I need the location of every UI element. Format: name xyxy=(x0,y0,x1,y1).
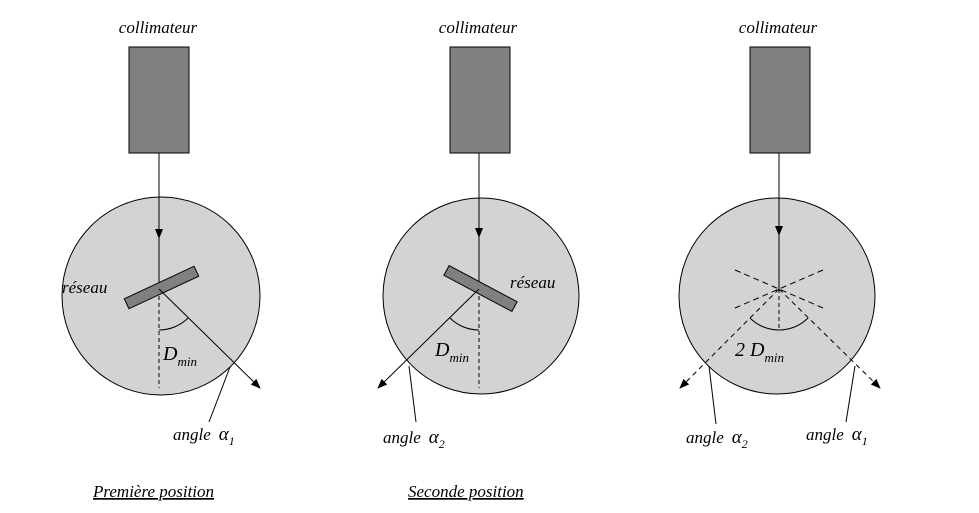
grating xyxy=(123,265,200,310)
collimator xyxy=(128,46,190,154)
grating xyxy=(443,264,518,313)
turntable xyxy=(61,196,261,396)
collimator-label: collimateur xyxy=(119,18,198,37)
diffracted-beam xyxy=(158,288,261,389)
grating-position-2 xyxy=(734,269,824,309)
grating-label: réseau xyxy=(510,273,555,292)
deviation-label: 2 Dmin xyxy=(735,339,784,365)
caption-second-position: Seconde position xyxy=(408,482,524,501)
turntable xyxy=(382,197,580,395)
turntable xyxy=(678,197,876,395)
angle-pointer xyxy=(408,365,417,423)
grating-label: réseau xyxy=(62,278,107,297)
deviation-arc xyxy=(449,317,480,331)
angle-pointer xyxy=(208,366,231,423)
angle-pointer-alpha2 xyxy=(708,365,717,425)
collimator-label: collimateur xyxy=(439,18,518,37)
deviation-arc xyxy=(158,317,189,331)
diffracted-beam-alpha1 xyxy=(778,288,881,389)
angle-pointer-alpha1 xyxy=(845,365,856,423)
collimator-label: collimateur xyxy=(739,18,818,37)
grating-position-1 xyxy=(734,269,824,309)
collimator xyxy=(749,46,811,154)
deviation-label: Dmin xyxy=(434,339,469,365)
deviation-label: Dmin xyxy=(162,343,197,369)
deviation-arc xyxy=(749,317,809,331)
collimator xyxy=(449,46,511,154)
caption-first-position: Première position xyxy=(92,482,214,501)
diffracted-beam xyxy=(377,288,480,389)
